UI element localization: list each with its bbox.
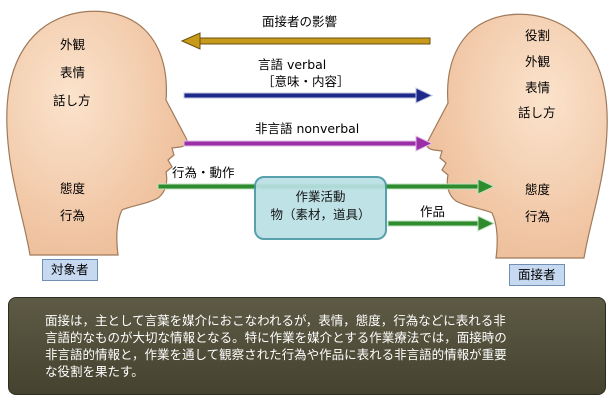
nonverbal-label: 非言語 nonverbal [255,121,360,136]
right-trait-speech: 話し方 [518,105,556,120]
explanation-caption: 面接は，主として言葉を媒介におこなわれるが，表情，態度，行為などに表れる非 言語… [8,297,606,395]
left-trait-appearance: 外観 [60,37,86,52]
influence-label: 面接者の影響 [262,14,338,29]
materials-tools-label: 物（素材，道具） [270,207,371,222]
left-head-silhouette [6,10,188,256]
left-trait-behavior: 行為 [60,208,86,223]
work-product-arrow [387,215,496,232]
work-activity-box: 作業活動 物（素材，道具） [254,176,387,240]
left-trait-expression: 表情 [60,65,86,80]
verbal-meaning-label: ［意味・内容］ [262,74,350,89]
right-head-silhouette [426,13,608,259]
nonverbal-arrow [183,135,434,152]
work-activity-label: 作業活動 [295,189,346,204]
caption-line-4: な役割を果たす。 [45,364,144,379]
subject-label: 対象者 [42,259,98,281]
caption-line-2: 言語的なものが大切な情報となる。特に作業を媒介とする作業療法では，面接時の [45,330,507,345]
right-trait-behavior: 行為 [525,209,551,224]
influence-arrow [180,32,431,50]
action-label: 行為・動作 [172,165,235,180]
caption-line-3: 非言語的情報と，作業を通して観察された行為や作品に表れる非言語的情報が重要 [45,347,507,362]
right-trait-attitude: 態度 [525,182,551,197]
right-trait-role: 役割 [525,28,551,43]
verbal-arrow [183,87,434,104]
left-trait-attitude: 態度 [60,181,86,196]
interviewer-label: 面接者 [509,264,565,286]
right-trait-expression: 表情 [525,80,551,95]
left-trait-speech: 話し方 [53,93,91,108]
work-product-label: 作品 [420,204,446,219]
caption-line-1: 面接は，主として言葉を媒介におこなわれるが，表情，態度，行為などに表れる非 [45,313,506,328]
right-trait-appearance: 外観 [525,54,551,69]
verbal-label: 言語 verbal [258,57,327,72]
